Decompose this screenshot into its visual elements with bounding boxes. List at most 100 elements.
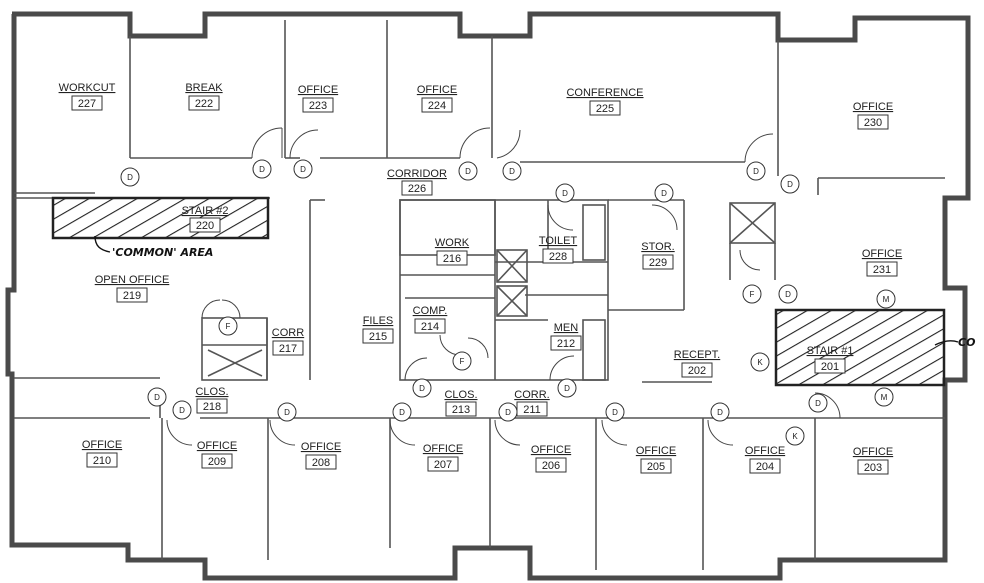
svg-text:D: D [661,189,667,198]
svg-text:210: 210 [93,455,111,467]
svg-text:219: 219 [123,290,141,302]
svg-text:CORR.: CORR. [514,389,549,401]
svg-text:D: D [154,393,160,402]
tag-d: D [147,387,167,407]
svg-text:229: 229 [649,257,667,269]
svg-text:D: D [564,384,570,393]
doors [166,127,841,446]
tag-d: D [502,161,522,181]
svg-text:D: D [785,290,791,299]
svg-text:OFFICE: OFFICE [853,446,893,458]
svg-text:216: 216 [443,253,461,265]
svg-text:D: D [127,173,133,182]
tag-m: M [874,387,894,407]
door-tags: D D D D D D D D D F D M K M D K F F D D … [120,159,896,446]
tag-d: D [605,402,625,422]
tag-m: M [876,289,896,309]
svg-text:OFFICE: OFFICE [298,84,338,96]
common-area-annotation-right: CO [934,336,975,349]
svg-text:206: 206 [542,460,560,472]
svg-text:TOILET: TOILET [539,235,578,247]
svg-text:207: 207 [434,459,452,471]
room-226: CORRIDOR 226 [387,168,447,196]
svg-text:D: D [509,167,515,176]
svg-text:WORK: WORK [435,237,470,249]
room-201: STAIR #1 201 [807,345,854,374]
svg-text:212: 212 [557,338,575,350]
svg-text:205: 205 [647,461,665,473]
svg-text:STAIR #1: STAIR #1 [807,345,854,357]
room-229: STOR.229 [641,241,675,270]
tag-d: D [293,159,313,179]
room-213: CLOS. 213 [444,389,478,417]
svg-text:D: D [300,165,306,174]
svg-text:211: 211 [523,404,541,416]
svg-text:K: K [757,358,763,367]
exterior-walls [5,11,971,581]
svg-text:CLOS.: CLOS. [444,389,477,401]
room-207: OFFICE 207 [423,443,463,472]
svg-text:214: 214 [421,321,439,333]
svg-text:224: 224 [428,100,446,112]
tag-d: D [654,183,674,203]
svg-text:218: 218 [203,401,221,413]
svg-text:D: D [753,167,759,176]
tag-f: F [452,351,472,371]
svg-text:D: D [815,399,821,408]
tag-d: D [555,183,575,203]
svg-text:OFFICE: OFFICE [636,445,676,457]
room-214: COMP.214 [413,305,447,334]
interior-walls [14,20,945,570]
svg-text:OFFICE: OFFICE [417,84,457,96]
room-202: RECEPT.202 [674,349,720,378]
svg-text:D: D [179,406,185,415]
tag-k: K [750,352,770,372]
svg-text:OFFICE: OFFICE [423,443,463,455]
svg-text:231: 231 [873,264,891,276]
svg-text:223: 223 [309,100,327,112]
tag-d: D [277,402,297,422]
tag-d: D [458,161,478,181]
svg-text:OPEN OFFICE: OPEN OFFICE [95,274,170,286]
room-211: CORR. 211 [514,389,550,417]
svg-text:D: D [465,167,471,176]
svg-text:OFFICE: OFFICE [745,445,785,457]
svg-text:M: M [881,393,888,402]
svg-text:FILES: FILES [363,315,394,327]
svg-text:226: 226 [408,183,426,195]
tag-d: D [120,167,140,187]
svg-text:D: D [505,408,511,417]
svg-text:STAIR #2: STAIR #2 [182,205,229,217]
svg-text:OFFICE: OFFICE [197,440,237,452]
svg-text:D: D [717,408,723,417]
svg-text:D: D [787,180,793,189]
common-area-stair-220 [51,196,270,240]
svg-text:213: 213 [452,404,470,416]
svg-text:D: D [259,165,265,174]
svg-text:203: 203 [864,462,882,474]
tag-k: K [785,426,805,446]
svg-text:OFFICE: OFFICE [862,248,902,260]
tag-d: D [498,402,518,422]
svg-text:CORRIDOR: CORRIDOR [387,168,447,180]
svg-text:225: 225 [596,103,614,115]
svg-text:201: 201 [821,361,839,373]
svg-text:OFFICE: OFFICE [531,444,571,456]
room-203: OFFICE 203 [853,446,893,475]
svg-text:209: 209 [208,456,226,468]
svg-text:D: D [399,408,405,417]
tag-d: D [778,284,798,304]
svg-text:F: F [460,357,465,366]
svg-text:CLOS.: CLOS. [195,386,228,398]
tag-d: D [172,400,192,420]
tag-d: D [780,174,800,194]
tag-f: F [742,284,762,304]
svg-text:K: K [792,432,798,441]
